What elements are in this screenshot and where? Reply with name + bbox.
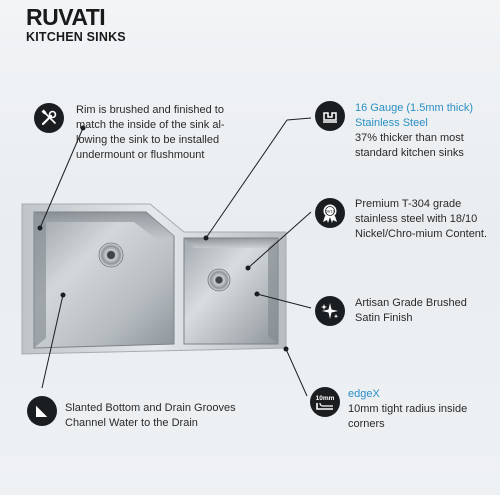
- medal-icon-label: 18/10: [325, 209, 336, 214]
- brand-logo: RUVATI KITCHEN SINKS: [26, 6, 136, 52]
- medal-icon: 18/10: [315, 198, 345, 228]
- clamp-icon: [315, 101, 345, 131]
- rim-feature-text: Rim is brushed and finished to match the…: [76, 104, 225, 161]
- leader-lines: [39, 117, 312, 397]
- tools-icon: [34, 103, 64, 133]
- gauge-title-line2: Stainless Steel: [355, 117, 428, 129]
- radius-corner-icon: 10mm: [310, 387, 340, 417]
- brand-tagline: KITCHEN SINKS: [26, 30, 126, 44]
- gauge-text: 37% thicker than most standard kitchen s…: [355, 132, 464, 159]
- edge-feature: edgeX 10mm tight radius inside corners: [348, 387, 493, 432]
- brand-name: RUVATI: [26, 4, 106, 30]
- edge-text: 10mm tight radius inside corners: [348, 403, 468, 430]
- gauge-title-line1: 16 Gauge (1.5mm thick): [355, 102, 473, 114]
- slope-icon: [27, 396, 57, 426]
- radius-icon-label: 10mm: [316, 395, 335, 402]
- gauge-feature: 16 Gauge (1.5mm thick) Stainless Steel 3…: [355, 101, 495, 161]
- finish-feature-text: Artisan Grade Brushed Satin Finish: [355, 297, 467, 324]
- steel-feature-text: Premium T-304 grade stainless steel with…: [355, 198, 488, 240]
- edge-title: edgeX: [348, 388, 380, 400]
- sparkle-icon: [315, 296, 345, 326]
- drain-feature-text: Slanted Bottom and Drain Grooves Channel…: [65, 402, 236, 429]
